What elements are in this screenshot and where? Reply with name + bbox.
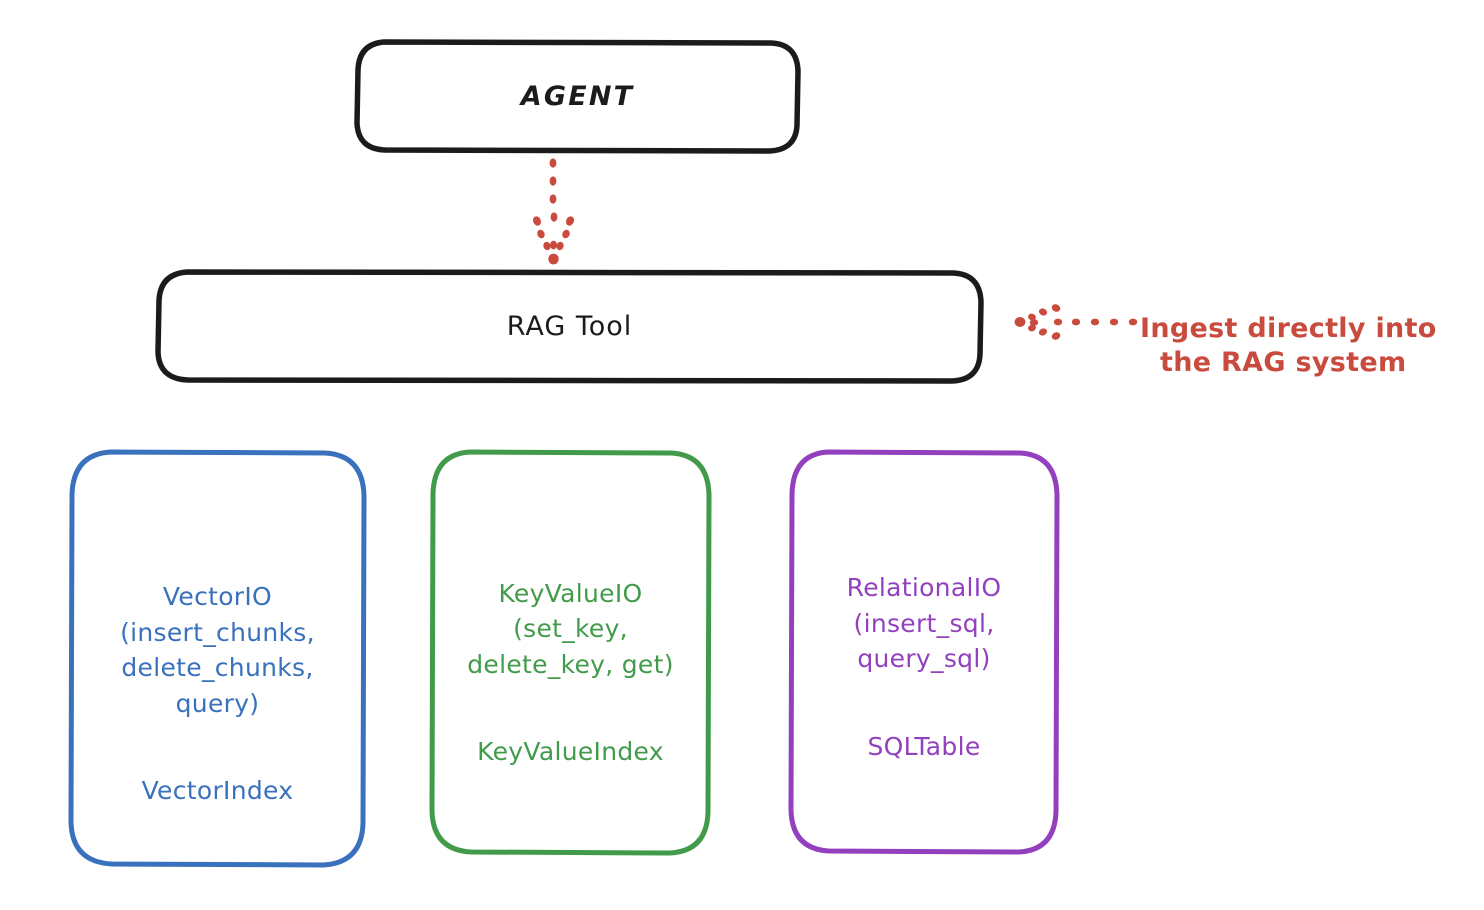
- annotation-ingest-line2: the RAG system: [1160, 347, 1407, 379]
- dotted-down-arrow-icon: [533, 158, 574, 265]
- node-relational-io-content: RelationalIO (insert_sql, query_sql) SQL…: [847, 525, 1002, 780]
- annotation-ingest-line1: Ingest directly into: [1140, 312, 1437, 344]
- node-rag-tool[interactable]: RAG Tool: [155, 269, 984, 384]
- node-relational-io-index: SQLTable: [867, 731, 981, 761]
- node-vector-io-index: VectorIndex: [141, 776, 294, 805]
- node-keyvalue-io-title: KeyValueIO (set_key, delete_key, get): [467, 578, 674, 679]
- node-vector-io[interactable]: VectorIO (insert_chunks, delete_chunks, …: [67, 449, 368, 869]
- node-relational-io-title: RelationalIO (insert_sql, query_sql): [846, 573, 1002, 674]
- node-keyvalue-io[interactable]: KeyValueIO (set_key, delete_key, get) Ke…: [428, 449, 713, 857]
- node-keyvalue-io-content: KeyValueIO (set_key, delete_key, get) Ke…: [467, 521, 674, 786]
- annotation-ingest: Ingest directly into the RAG system: [1140, 277, 1470, 415]
- node-vector-io-content: VectorIO (insert_chunks, delete_chunks, …: [120, 494, 315, 824]
- node-keyvalue-io-index: KeyValueIndex: [477, 737, 664, 767]
- node-rag-tool-label: RAG Tool: [506, 311, 633, 342]
- node-vector-io-title: VectorIO (insert_chunks, delete_chunks, …: [120, 582, 315, 718]
- node-agent[interactable]: AGENT: [354, 39, 801, 154]
- dotted-left-arrow-icon: [1014, 304, 1138, 340]
- node-relational-io[interactable]: RelationalIO (insert_sql, query_sql) SQL…: [787, 449, 1061, 856]
- node-agent-label: AGENT: [520, 81, 635, 112]
